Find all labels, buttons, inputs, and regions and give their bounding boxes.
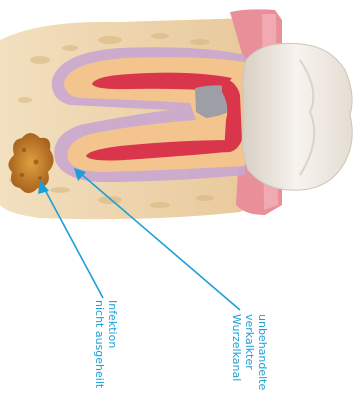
label-untreated-calcified-canal: unbehandelte verkalkter Wurzelkanal [230, 314, 269, 390]
tooth-crown [242, 43, 352, 190]
label-infection-not-healed: Infektion nicht ausgeheilt [93, 300, 119, 388]
